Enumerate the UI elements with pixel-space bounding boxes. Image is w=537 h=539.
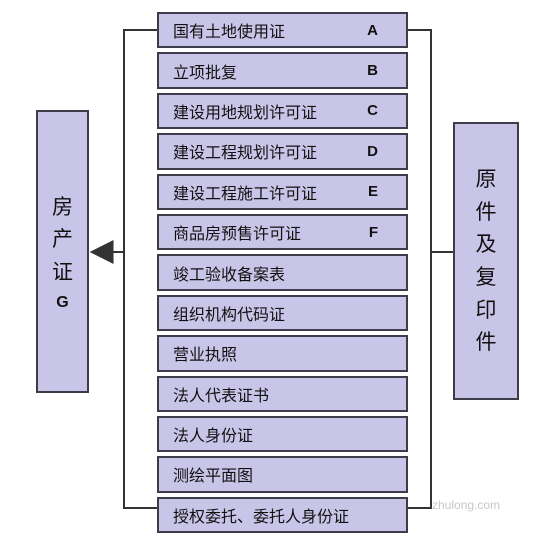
document-item: 测绘平面图 [157,456,408,493]
document-code: A [367,21,378,39]
originals-copies-box: 原件及复印件 [453,122,519,400]
document-label: 立项批复 [173,62,238,82]
document-item: 授权委托、委托人身份证 [157,496,408,534]
document-label: 授权委托、委托人身份证 [173,506,350,526]
document-item: 建设用地规划许可证 C [157,92,408,130]
document-label: 建设用地规划许可证 [173,102,318,122]
label-char: 印 [475,297,497,322]
right-bracket-line [408,29,432,509]
document-item: 立项批复 B [157,52,408,89]
document-label: 建设工程规划许可证 [173,143,318,163]
document-item: 竣工验收备案表 [157,254,408,291]
document-label: 国有土地使用证 [173,22,286,42]
document-item: 建设工程施工许可证 E [157,173,408,210]
label-char: 及 [475,232,497,257]
document-list: 国有土地使用证 A 立项批复 B 建设用地规划许可证 C 建设工程规划许可证 D 建设工程施工许… [157,12,408,534]
document-item: 组织机构代码证 [157,294,408,332]
document-label: 测绘平面图 [173,466,254,486]
left-bracket-line [123,29,157,509]
document-item: 国有土地使用证 A [157,12,408,49]
document-code: D [367,142,378,160]
label-char: 房 [52,194,73,219]
document-label: 商品房预售许可证 [173,224,302,244]
document-label: 建设工程施工许可证 [173,183,318,203]
label-char: 证 [52,259,73,284]
label-char: 件 [475,330,497,355]
label-char: 件 [475,199,497,224]
label-char: 复 [475,265,497,289]
document-label: 组织机构代码证 [173,304,286,324]
document-code: E [367,183,378,201]
document-item: 营业执照 [157,335,408,372]
document-label: 营业执照 [173,345,238,365]
document-label: 法人身份证 [173,426,254,446]
property-certificate-label: 房产证 [52,191,73,289]
label-char: 产 [52,227,73,252]
document-item: 建设工程规划许可证 D [157,133,408,170]
document-item: 法人代表证书 [157,375,408,412]
document-label: 竣工验收备案表 [173,264,286,284]
originals-copies-label: 原件及复印件 [476,163,497,358]
document-code: F [368,223,378,241]
document-code: C [367,102,378,120]
document-code: B [367,62,378,80]
property-certificate-code: G [56,294,69,312]
property-certificate-box: 房产证 G [36,110,89,393]
document-label: 法人代表证书 [173,385,270,405]
label-char: 原 [475,167,497,192]
document-item: 商品房预售许可证 F [157,213,408,251]
document-item: 法人身份证 [157,415,408,453]
watermark: zhulong.com [432,498,501,512]
